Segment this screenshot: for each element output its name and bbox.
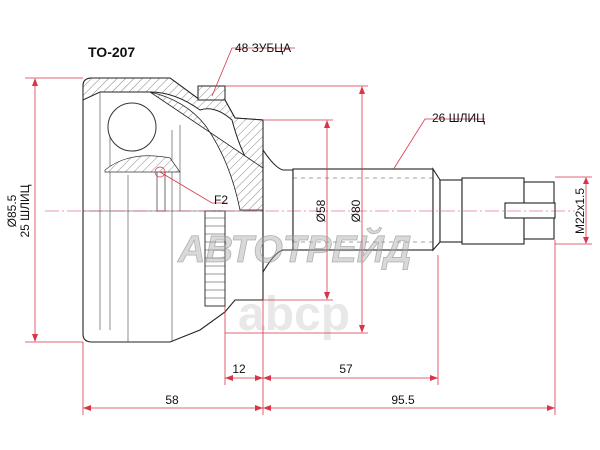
outer-splines-label: 26 ШЛИЦ bbox=[432, 111, 485, 125]
outer-housing bbox=[82, 77, 264, 343]
inner-splines-label: 25 ШЛИЦ bbox=[18, 184, 32, 237]
thread-label: M22x1.5 bbox=[573, 188, 587, 234]
part-number: TO-207 bbox=[88, 44, 135, 60]
dimensions bbox=[25, 47, 592, 415]
tooth-ring-detail bbox=[197, 85, 226, 101]
watermark-autotrade: АВТОТРЕЙД bbox=[177, 226, 411, 271]
teeth-label: 48 ЗУБЦА bbox=[235, 41, 291, 55]
spline-section bbox=[292, 168, 434, 251]
inner-diameter-label: Ø85.5 bbox=[5, 194, 19, 227]
key-slot bbox=[504, 202, 556, 219]
len57-label: 57 bbox=[339, 362, 353, 376]
d58-label: Ø58 bbox=[314, 199, 328, 222]
d80-label: Ø80 bbox=[349, 199, 363, 222]
ref-label: F2 bbox=[214, 193, 228, 207]
len12-label: 12 bbox=[232, 362, 246, 376]
ball bbox=[107, 102, 157, 152]
len58-label: 58 bbox=[165, 393, 179, 407]
len95-label: 95.5 bbox=[391, 393, 415, 407]
